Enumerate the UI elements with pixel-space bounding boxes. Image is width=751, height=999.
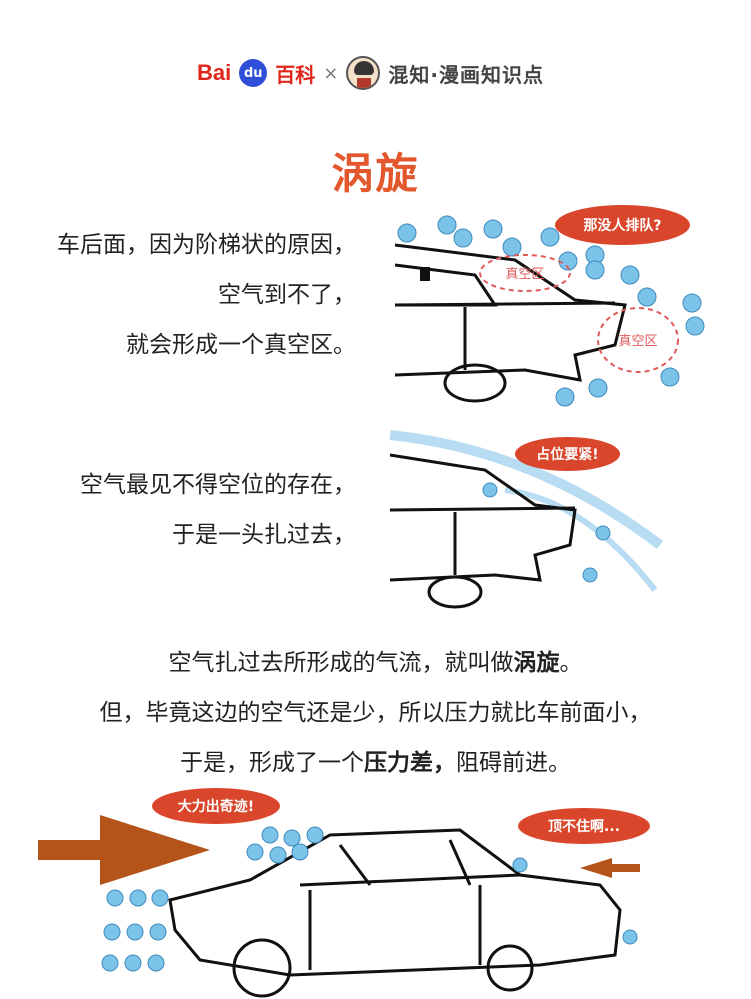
big-arrow-icon: [38, 815, 210, 885]
car-rear-illustration-2: [389, 430, 664, 609]
speech-bubble: 那没人排队?: [555, 205, 690, 245]
section2-text: 空气最见不得空位的存在， 于是一头扎过去，: [0, 460, 356, 560]
speech-bubble: 大力出奇迹!: [152, 788, 280, 824]
baidu-paw-icon: du: [239, 59, 268, 87]
hunzhi-avatar-icon: [346, 56, 381, 90]
baidu-logo-text: Bai: [197, 60, 232, 85]
section3-text: 空气扎过去所形成的气流，就叫做涡旋。 但，毕竟这边的空气还是少，所以压力就比车前…: [0, 638, 751, 788]
term-pressure-difference: 压力差，: [364, 750, 456, 776]
text-span: 阻碍前进。: [456, 750, 571, 776]
hunzhi-brand-text: 混知·漫画知识点: [388, 62, 544, 87]
text-line: 于是一头扎过去，: [172, 522, 356, 548]
header-logos: Bai du 百科 × 混知·漫画知识点: [197, 55, 544, 91]
text-line: 空气最见不得空位的存在，: [80, 472, 356, 498]
car-rear-illustration-1: 真空区 真空区: [394, 215, 705, 407]
text-span: 空气扎过去所形成的气流，就叫做: [168, 650, 514, 676]
text-span: 于是，形成了一个: [180, 750, 364, 776]
text-line: 于是，形成了一个压力差，阻碍前进。: [0, 738, 751, 788]
car-full-illustration: [38, 815, 640, 998]
section1-text: 车后面，因为阶梯状的原因， 空气到不了， 就会形成一个真空区。: [0, 220, 356, 370]
vacuum-zone-label: 真空区: [618, 334, 657, 349]
text-line: 空气到不了，: [218, 282, 356, 308]
page-title: 涡旋: [331, 149, 420, 198]
text-line: 但，毕竟这边的空气还是少，所以压力就比车前面小，: [99, 700, 652, 726]
text-line: 就会形成一个真空区。: [126, 332, 356, 358]
speech-bubble: 占位要紧!: [515, 437, 620, 471]
small-arrow-icon: [580, 858, 640, 878]
text-span: 。: [559, 650, 583, 676]
vacuum-zone-label: 真空区: [505, 267, 544, 282]
cross-symbol: ×: [323, 62, 339, 84]
term-vortex: 涡旋: [513, 650, 560, 676]
text-line: 空气扎过去所形成的气流，就叫做涡旋。: [0, 638, 751, 688]
baike-logo-text: 百科: [275, 62, 316, 87]
speech-bubble: 顶不住啊...: [518, 808, 650, 844]
text-line: 车后面，因为阶梯状的原因，: [57, 232, 356, 258]
